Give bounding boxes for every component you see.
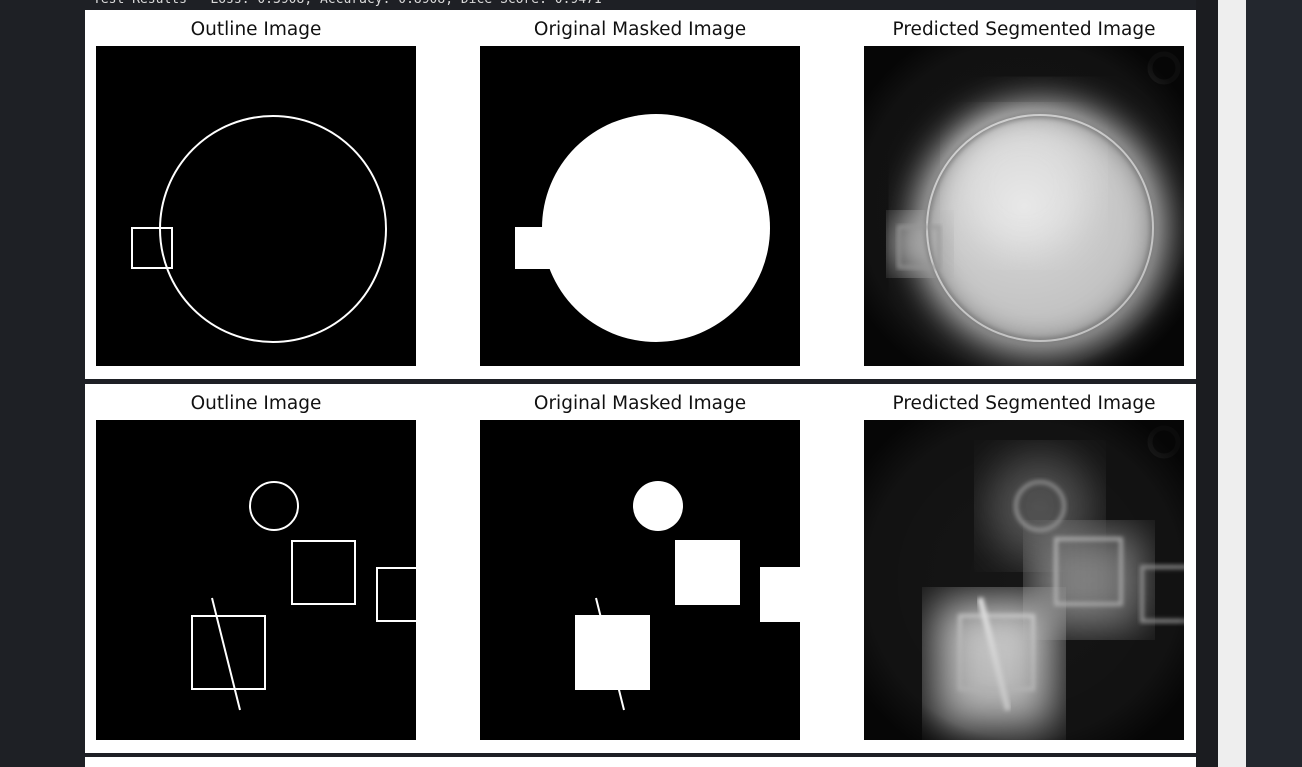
output-right-margin (1196, 0, 1218, 767)
original-masked-image-title: Original Masked Image (533, 393, 747, 414)
notebook-left-gutter (0, 0, 85, 767)
side-panel (1246, 0, 1302, 767)
test-results-output: Test Results - Loss: 0.3908, Accuracy: 0… (93, 0, 1193, 9)
predicted-segmented-image-title: Predicted Segmented Image (892, 19, 1156, 40)
predicted-segmented-image (864, 420, 1184, 740)
predicted-segmented-image (864, 46, 1184, 366)
result-figure-2: Outline Image Original Masked Image Pred… (85, 384, 1196, 753)
original-masked-image (480, 420, 800, 740)
outline-image-title: Outline Image (190, 393, 322, 414)
vertical-scrollbar[interactable] (1218, 0, 1246, 767)
original-masked-image (480, 46, 800, 366)
predicted-segmented-image-title: Predicted Segmented Image (892, 393, 1156, 414)
outline-image (96, 420, 416, 740)
outline-image (96, 46, 416, 366)
result-figure-3 (85, 757, 1196, 767)
outline-image-title: Outline Image (190, 19, 322, 40)
result-figure-1: Outline Image Original Masked Image Pred… (85, 10, 1196, 379)
original-masked-image-title: Original Masked Image (533, 19, 747, 40)
